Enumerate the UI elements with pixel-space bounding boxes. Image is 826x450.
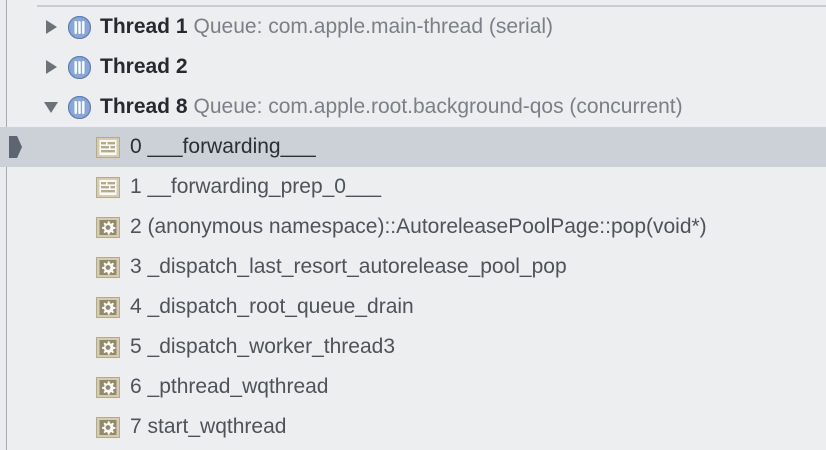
thread-queue: Queue: com.apple.root.background-qos (co… bbox=[193, 95, 683, 118]
stack-frame-label: 7 start_wqthread bbox=[130, 415, 287, 438]
current-frame-gutter bbox=[8, 127, 36, 167]
disclosure-triangle-down-icon[interactable] bbox=[40, 87, 62, 127]
stack-frame-row[interactable]: 5 _dispatch_worker_thread3 bbox=[0, 327, 826, 367]
list-top-separator bbox=[37, 5, 826, 7]
stack-frame-label: 0 ___forwarding___ bbox=[130, 135, 316, 158]
thread-name: Thread 2 bbox=[100, 55, 188, 78]
thread-row[interactable]: Thread 2 bbox=[0, 47, 826, 87]
stack-frame-row[interactable]: 4 _dispatch_root_queue_drain bbox=[0, 287, 826, 327]
disclosure-triangle-right-icon[interactable] bbox=[40, 47, 62, 87]
stack-frame-row[interactable]: 0 ___forwarding___ bbox=[0, 127, 826, 167]
gear-icon bbox=[96, 217, 120, 238]
thread-icon bbox=[68, 56, 91, 79]
thread-name: Thread 1 bbox=[100, 15, 188, 38]
stack-frame-row[interactable]: 7 start_wqthread bbox=[0, 407, 826, 447]
stack-frame-label: 1 __forwarding_prep_0___ bbox=[130, 175, 382, 198]
gear-icon bbox=[96, 417, 120, 438]
stack-frame-row[interactable]: 6 _pthread_wqthread bbox=[0, 367, 826, 407]
source-lines-icon bbox=[96, 177, 120, 198]
current-frame-pointer-icon bbox=[9, 136, 22, 158]
thread-label: Thread 2 bbox=[100, 47, 194, 87]
stack-frame-label: 3 _dispatch_last_resort_autorelease_pool… bbox=[130, 255, 567, 278]
pane-left-divider bbox=[0, 0, 7, 450]
gear-icon bbox=[96, 257, 120, 278]
gear-icon bbox=[96, 297, 120, 318]
source-lines-icon bbox=[96, 137, 120, 158]
stack-frame-label: 5 _dispatch_worker_thread3 bbox=[130, 335, 396, 358]
thread-queue: Queue: com.apple.main-thread (serial) bbox=[193, 15, 554, 38]
thread-name: Thread 8 bbox=[100, 95, 188, 118]
stack-frame-label: 6 _pthread_wqthread bbox=[130, 375, 329, 398]
stack-frame-row[interactable]: 3 _dispatch_last_resort_autorelease_pool… bbox=[0, 247, 826, 287]
stack-frame-label: 2 (anonymous namespace)::AutoreleasePool… bbox=[130, 215, 707, 238]
thread-icon bbox=[68, 16, 91, 39]
thread-icon bbox=[68, 96, 91, 119]
stack-frame-label: 4 _dispatch_root_queue_drain bbox=[130, 295, 414, 318]
gear-icon bbox=[96, 337, 120, 358]
disclosure-triangle-right-icon[interactable] bbox=[40, 7, 62, 47]
stack-frame-row[interactable]: 2 (anonymous namespace)::AutoreleasePool… bbox=[0, 207, 826, 247]
stack-frame-row[interactable]: 1 __forwarding_prep_0___ bbox=[0, 167, 826, 207]
gear-icon bbox=[96, 377, 120, 398]
